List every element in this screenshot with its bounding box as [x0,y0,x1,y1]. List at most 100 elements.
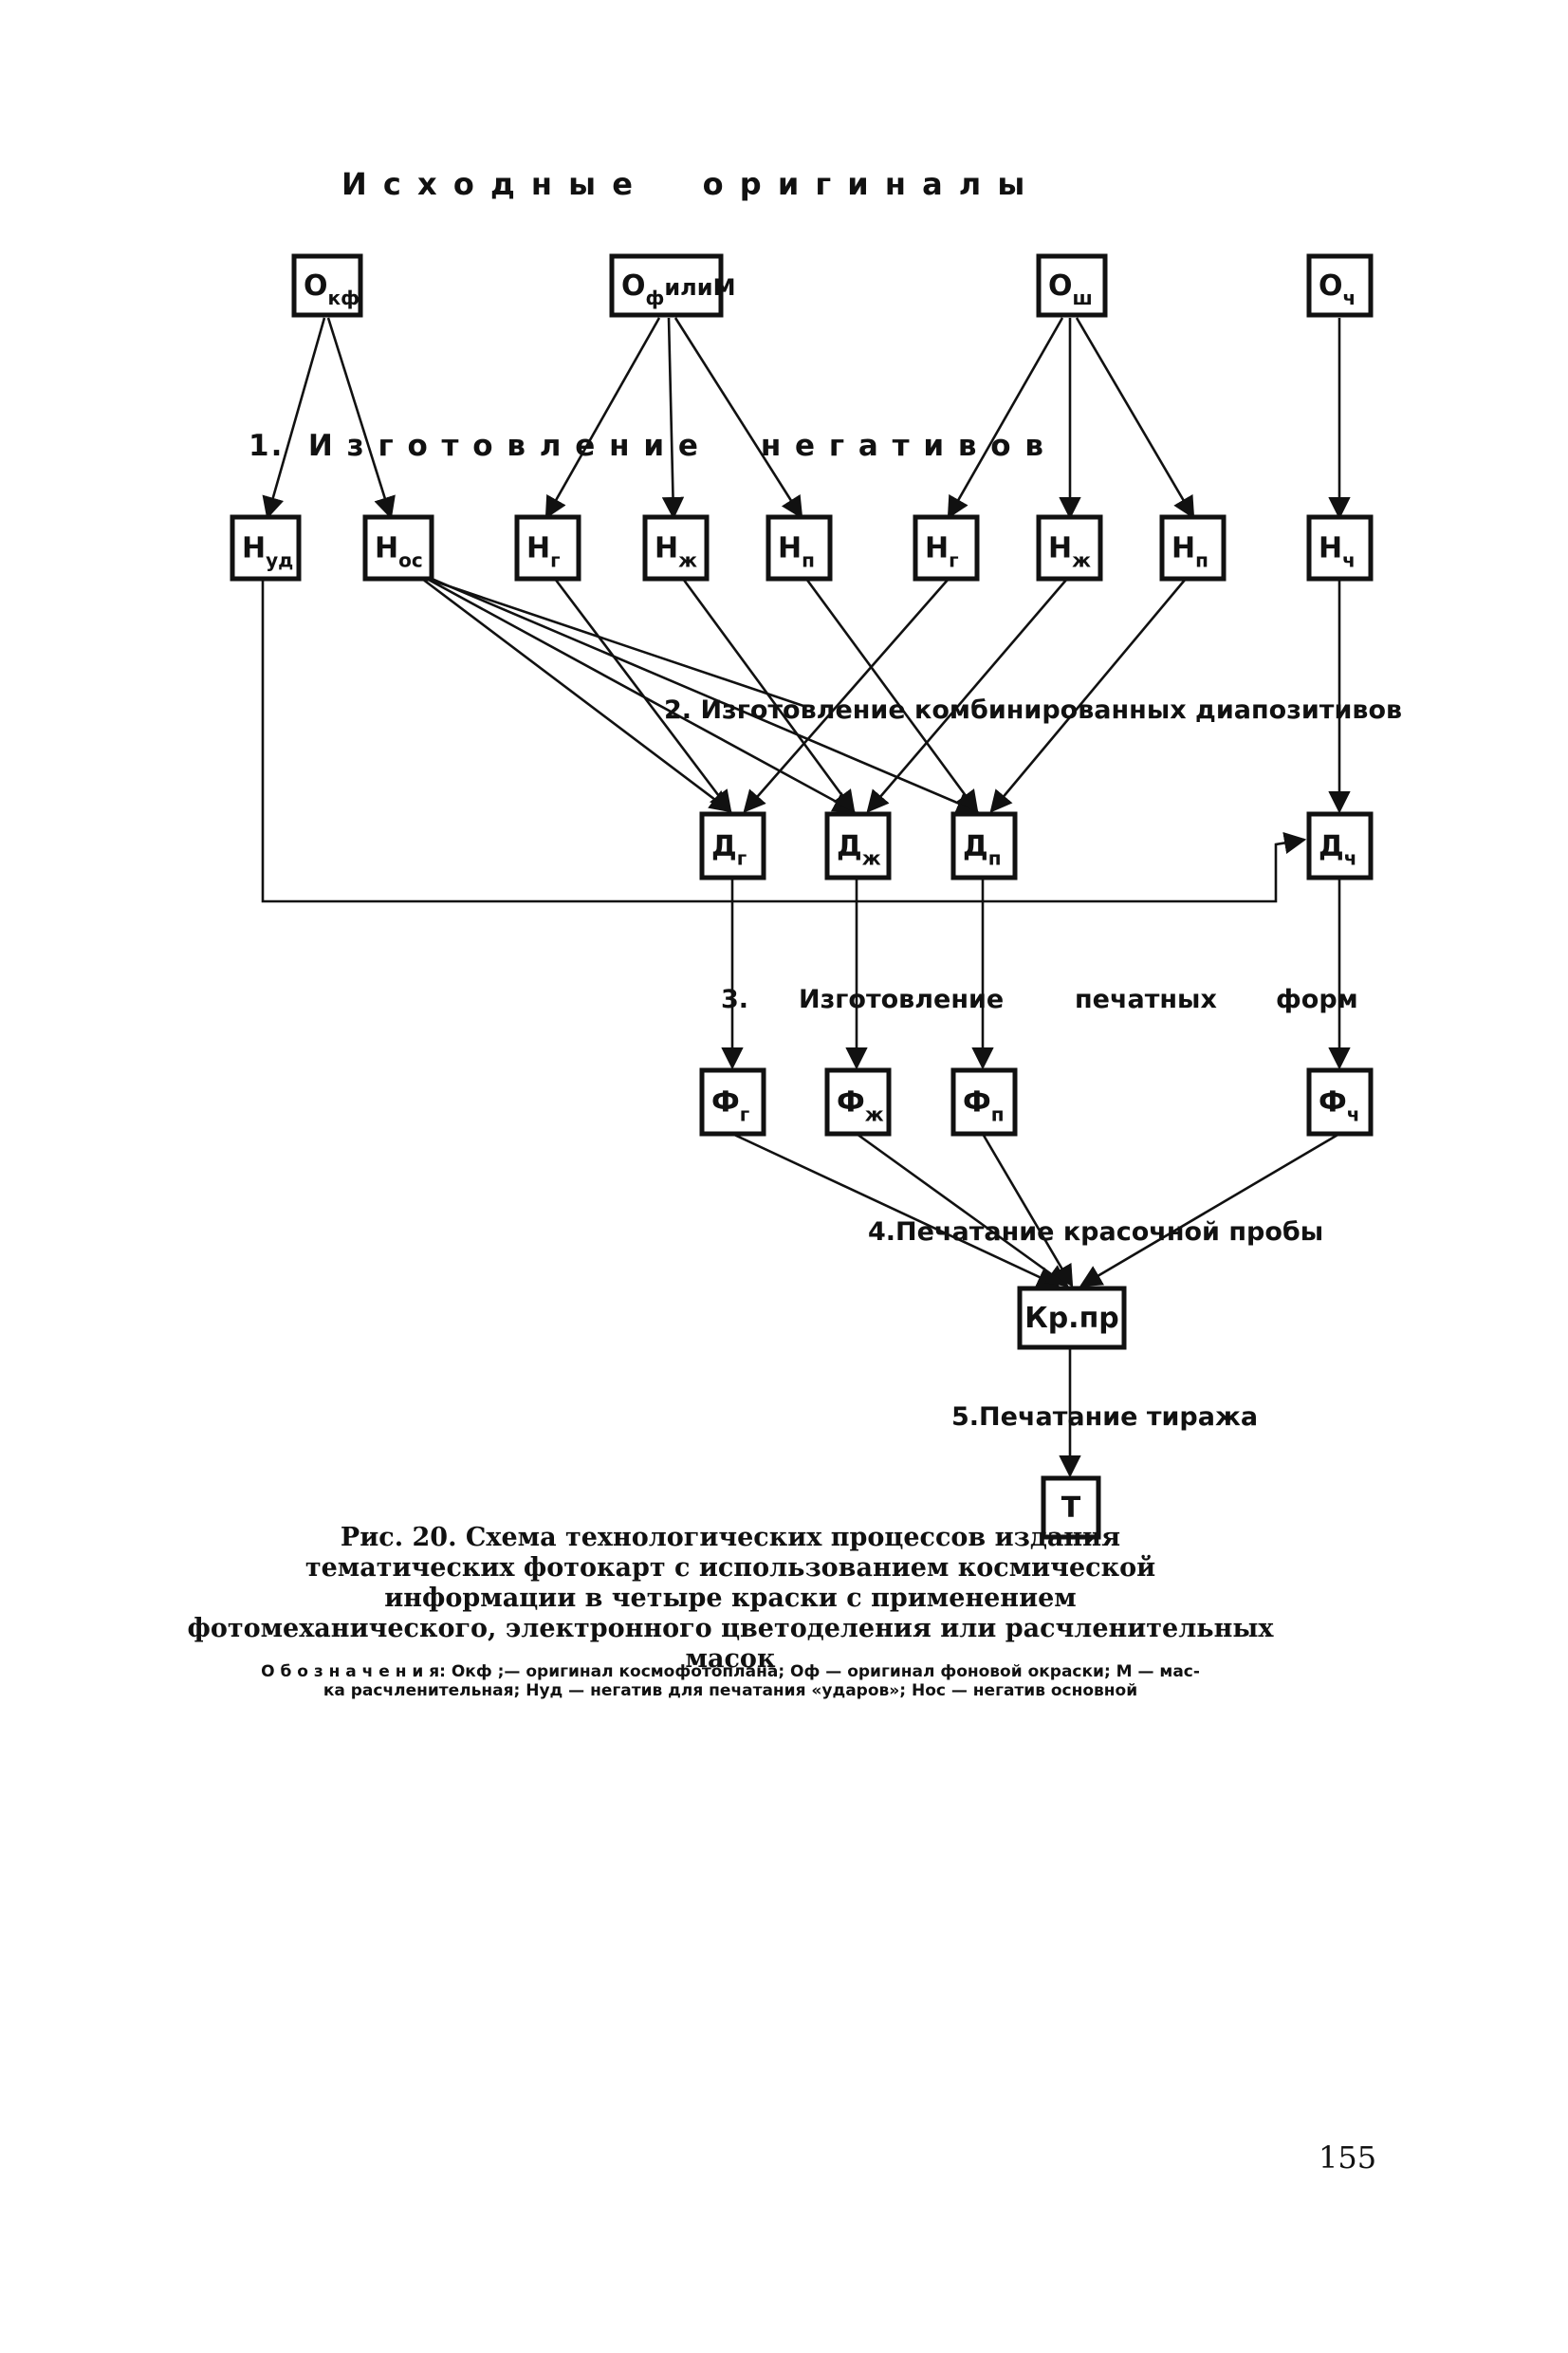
node-krpr-box [1017,1286,1127,1350]
node-fch-label: Фч [1319,1086,1360,1126]
node-dch-label: Дч [1319,830,1356,870]
stage-labels: 1. И з г о т о в л е н и е н е г а т и в… [249,429,1402,1432]
node-of-label: ОфилиМ [621,269,735,309]
edge-of-np1 [673,317,803,519]
edge-ng2-dg [743,578,950,813]
node-okf-label: Окф [304,269,360,309]
stage-3-word-3: форм [1276,985,1358,1014]
node-nud-label: Нуд [242,532,293,572]
node-osh-label: Ош [1048,269,1093,309]
node-okf: Окф [291,253,363,318]
node-nch-label: Нч [1319,532,1356,572]
node-krpr-label: Кр.пр [1024,1302,1119,1335]
node-fch-box [1306,1067,1374,1137]
node-np2: Нп [1159,514,1227,582]
edges [261,317,1351,1478]
node-dzh-label: Дж [837,830,881,870]
edge-osh-np2 [1075,317,1195,520]
edge-fch-krpr [1079,1132,1340,1288]
node-t-label: Т [1061,1491,1081,1525]
edge-np2-dp [989,578,1187,813]
edge-nos-dzh [426,577,857,813]
node-dp-label: Дп [963,830,1002,870]
stage-1-label: 1. И з г о т о в л е н и е н е г а т и в… [249,429,1045,463]
legend-line-2: ка расчленительная; Нуд — негатив для пе… [323,1681,1138,1700]
edge-of-ng1 [544,317,661,520]
node-fp: Фп [950,1067,1018,1137]
node-nch: Нч [1306,514,1374,582]
node-ng2: Нг [913,514,980,582]
node-nos-label: Нос [375,532,423,572]
node-dzh-box [824,811,892,880]
node-ng1-label: Нг [526,532,561,572]
node-dp: Дп [950,811,1018,880]
node-dg-label: Дг [711,830,747,870]
node-krpr: Кр.пр [1017,1286,1127,1350]
node-np1: Нп [766,514,833,582]
node-fzh-label: Фж [837,1086,884,1126]
edge-okf-nud [262,317,326,520]
node-nzh1-box [642,514,710,582]
node-np2-label: Нп [1171,532,1208,572]
caption-line-3: информации в четыре краски с применением [384,1584,1077,1613]
node-nzh1-label: Нж [655,532,697,572]
node-osh: Ош [1036,253,1108,318]
edge-np1-dp [804,578,979,813]
node-fp-label: Фп [963,1086,1005,1126]
node-of: ОфилиМ [609,253,735,318]
stage-3-number: 3. [721,985,748,1014]
stage-3-word-1: Изготовление [799,985,1004,1014]
node-nzh2-box [1036,514,1103,582]
node-nud: Нуд [230,514,302,582]
node-ng1: Нг [514,514,581,582]
node-fp-box [950,1067,1018,1137]
node-nud-box [230,514,302,582]
node-nzh2-label: Нж [1048,532,1091,572]
edge-nud-dch [261,579,1307,903]
node-fch: Фч [1306,1067,1374,1137]
figure-legend: О б о з н а ч е н и я: Окф ;— оригинал к… [171,1662,1290,1700]
node-nzh1: Нж [642,514,710,582]
edge-nos-aux [426,577,807,709]
node-np2-box [1159,514,1227,582]
node-fg-box [699,1067,766,1137]
node-nch-box [1306,514,1374,582]
node-fg: Фг [699,1067,766,1137]
node-nos-box [362,514,434,582]
stage-4-label: 4.Печатание красочной пробы [868,1217,1323,1247]
caption-line-4: фотомеханического, электронного цветодел… [187,1614,1274,1674]
edge-nzh2-dzh [866,578,1068,813]
node-of-box [609,253,724,318]
caption-line-2: тематических фотокарт с использованием к… [304,1553,1156,1583]
node-okf-box [291,253,363,318]
node-dg-box [699,811,766,880]
edge-ng1-dg [553,578,732,813]
stage-5-label: 5.Печатание тиража [951,1402,1258,1432]
node-dch: Дч [1306,811,1374,880]
stage-3-word-2: печатных [1075,985,1217,1014]
node-np1-box [766,514,833,582]
node-nos: Нос [362,514,434,582]
edge-fzh-krpr [856,1132,1069,1288]
node-dp-box [950,811,1018,880]
node-fzh: Фж [824,1067,892,1137]
node-dzh: Дж [824,811,892,880]
figure-caption: Рис. 20. Схема технологических процессов… [171,1523,1290,1675]
node-t-box [1041,1475,1101,1540]
edge-nos-dp [431,577,980,814]
node-ng2-box [913,514,980,582]
node-och-box [1306,253,1374,318]
page-number: 155 [1319,2140,1377,2176]
edge-of-nzh1 [661,317,685,520]
node-np1-label: Нп [778,532,815,572]
node-ng1-box [514,514,581,582]
node-t: Т [1041,1475,1101,1540]
node-fzh-box [824,1067,892,1137]
node-nzh2: Нж [1036,514,1103,582]
edge-osh-ng2 [947,317,1064,520]
edge-okf-nos [326,317,396,520]
node-fg-label: Фг [711,1086,749,1126]
node-dch-box [1306,811,1374,880]
